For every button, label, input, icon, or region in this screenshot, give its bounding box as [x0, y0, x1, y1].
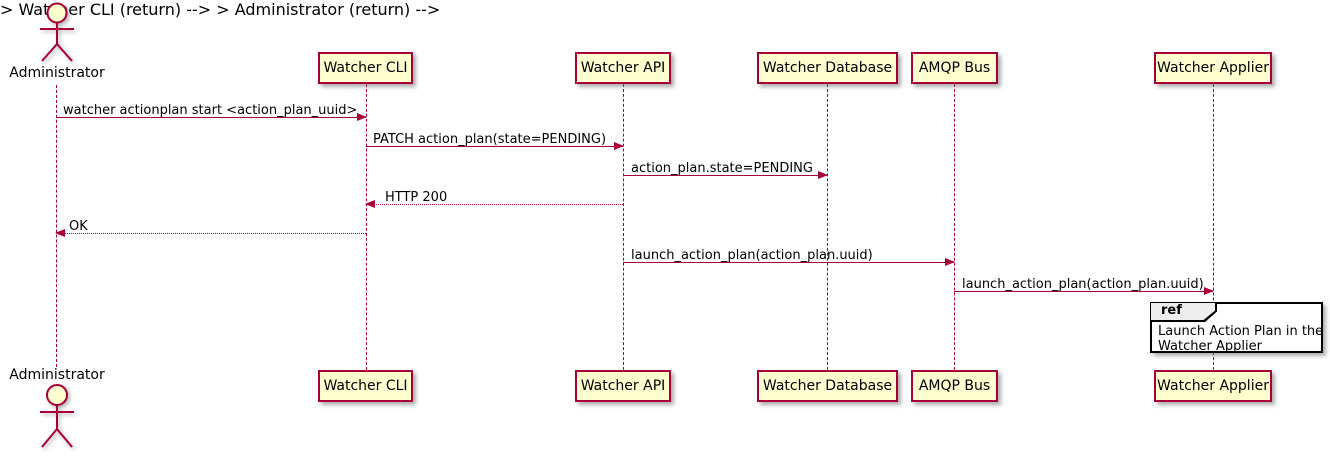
lifeline-amqp-bus: [954, 84, 955, 370]
actor-icon: [40, 2, 74, 62]
message-label: HTTP 200: [385, 190, 448, 205]
ref-tag-label: ref: [1151, 303, 1215, 320]
participant-top-watcher-cli: Watcher CLI: [318, 52, 413, 84]
message-line: [623, 262, 954, 263]
message-label: watcher actionplan start <action_plan_uu…: [63, 103, 358, 118]
arrowhead-left-icon: [55, 229, 65, 237]
participant-bottom-watcher-cli: Watcher CLI: [318, 370, 413, 402]
participant-bottom-watcher-applier: Watcher Applier: [1154, 370, 1272, 402]
message-line: [56, 117, 366, 118]
message-line: [64, 233, 366, 234]
actor-label: Administrator: [9, 65, 105, 81]
lifeline-watcher-database: [827, 84, 828, 370]
message: launch_action_plan(action_plan.uuid): [623, 248, 955, 269]
arrowhead-right-icon: [614, 142, 624, 150]
arrowhead-right-icon: [357, 113, 367, 121]
message-label: action_plan.state=PENDING: [631, 161, 813, 176]
ref-text-line: Launch Action Plan in the: [1158, 324, 1324, 339]
participant-bottom-watcher-api: Watcher API: [575, 370, 671, 402]
participant-bottom-amqp-bus: AMQP Bus: [911, 370, 998, 402]
participant-bottom-watcher-database: Watcher Database: [757, 370, 898, 402]
message-label: launch_action_plan(action_plan.uuid): [631, 248, 873, 263]
participant-top-amqp-bus: AMQP Bus: [911, 52, 998, 84]
message-label: PATCH action_plan(state=PENDING): [373, 132, 607, 147]
actor-label: Administrator: [9, 367, 105, 383]
message-label: launch_action_plan(action_plan.uuid): [962, 277, 1204, 292]
arrowhead-right-icon: [945, 258, 955, 266]
participant-top-watcher-database: Watcher Database: [757, 52, 898, 84]
ref-fragment: ref Launch Action Plan in the Watcher Ap…: [1150, 302, 1324, 354]
lifeline-watcher-api: [623, 84, 624, 370]
message: action_plan.state=PENDING: [623, 161, 828, 182]
message: PATCH action_plan(state=PENDING): [366, 132, 624, 153]
participant-top-watcher-applier: Watcher Applier: [1154, 52, 1272, 84]
actor-icon: [40, 384, 74, 448]
message-label: OK: [69, 219, 88, 234]
message-line: [374, 204, 623, 205]
message: OK: [55, 219, 366, 240]
message-line: [366, 146, 623, 147]
participant-top-watcher-api: Watcher API: [575, 52, 671, 84]
lifeline-administrator: [56, 85, 57, 367]
lifeline-watcher-applier: [1213, 84, 1214, 370]
arrowhead-right-icon: [1204, 287, 1214, 295]
ref-text: Launch Action Plan in the Watcher Applie…: [1158, 324, 1324, 354]
arrowhead-left-icon: [365, 200, 375, 208]
message: watcher actionplan start <action_plan_uu…: [56, 103, 367, 124]
message: HTTP 200: [365, 190, 623, 211]
arrowhead-right-icon: [818, 171, 828, 179]
message: launch_action_plan(action_plan.uuid): [954, 277, 1214, 298]
message-line: [954, 291, 1213, 292]
ref-tag: ref: [1151, 303, 1217, 322]
ref-text-line: Watcher Applier: [1158, 339, 1262, 354]
message-line: [623, 175, 827, 176]
lifeline-watcher-cli: [366, 84, 367, 370]
